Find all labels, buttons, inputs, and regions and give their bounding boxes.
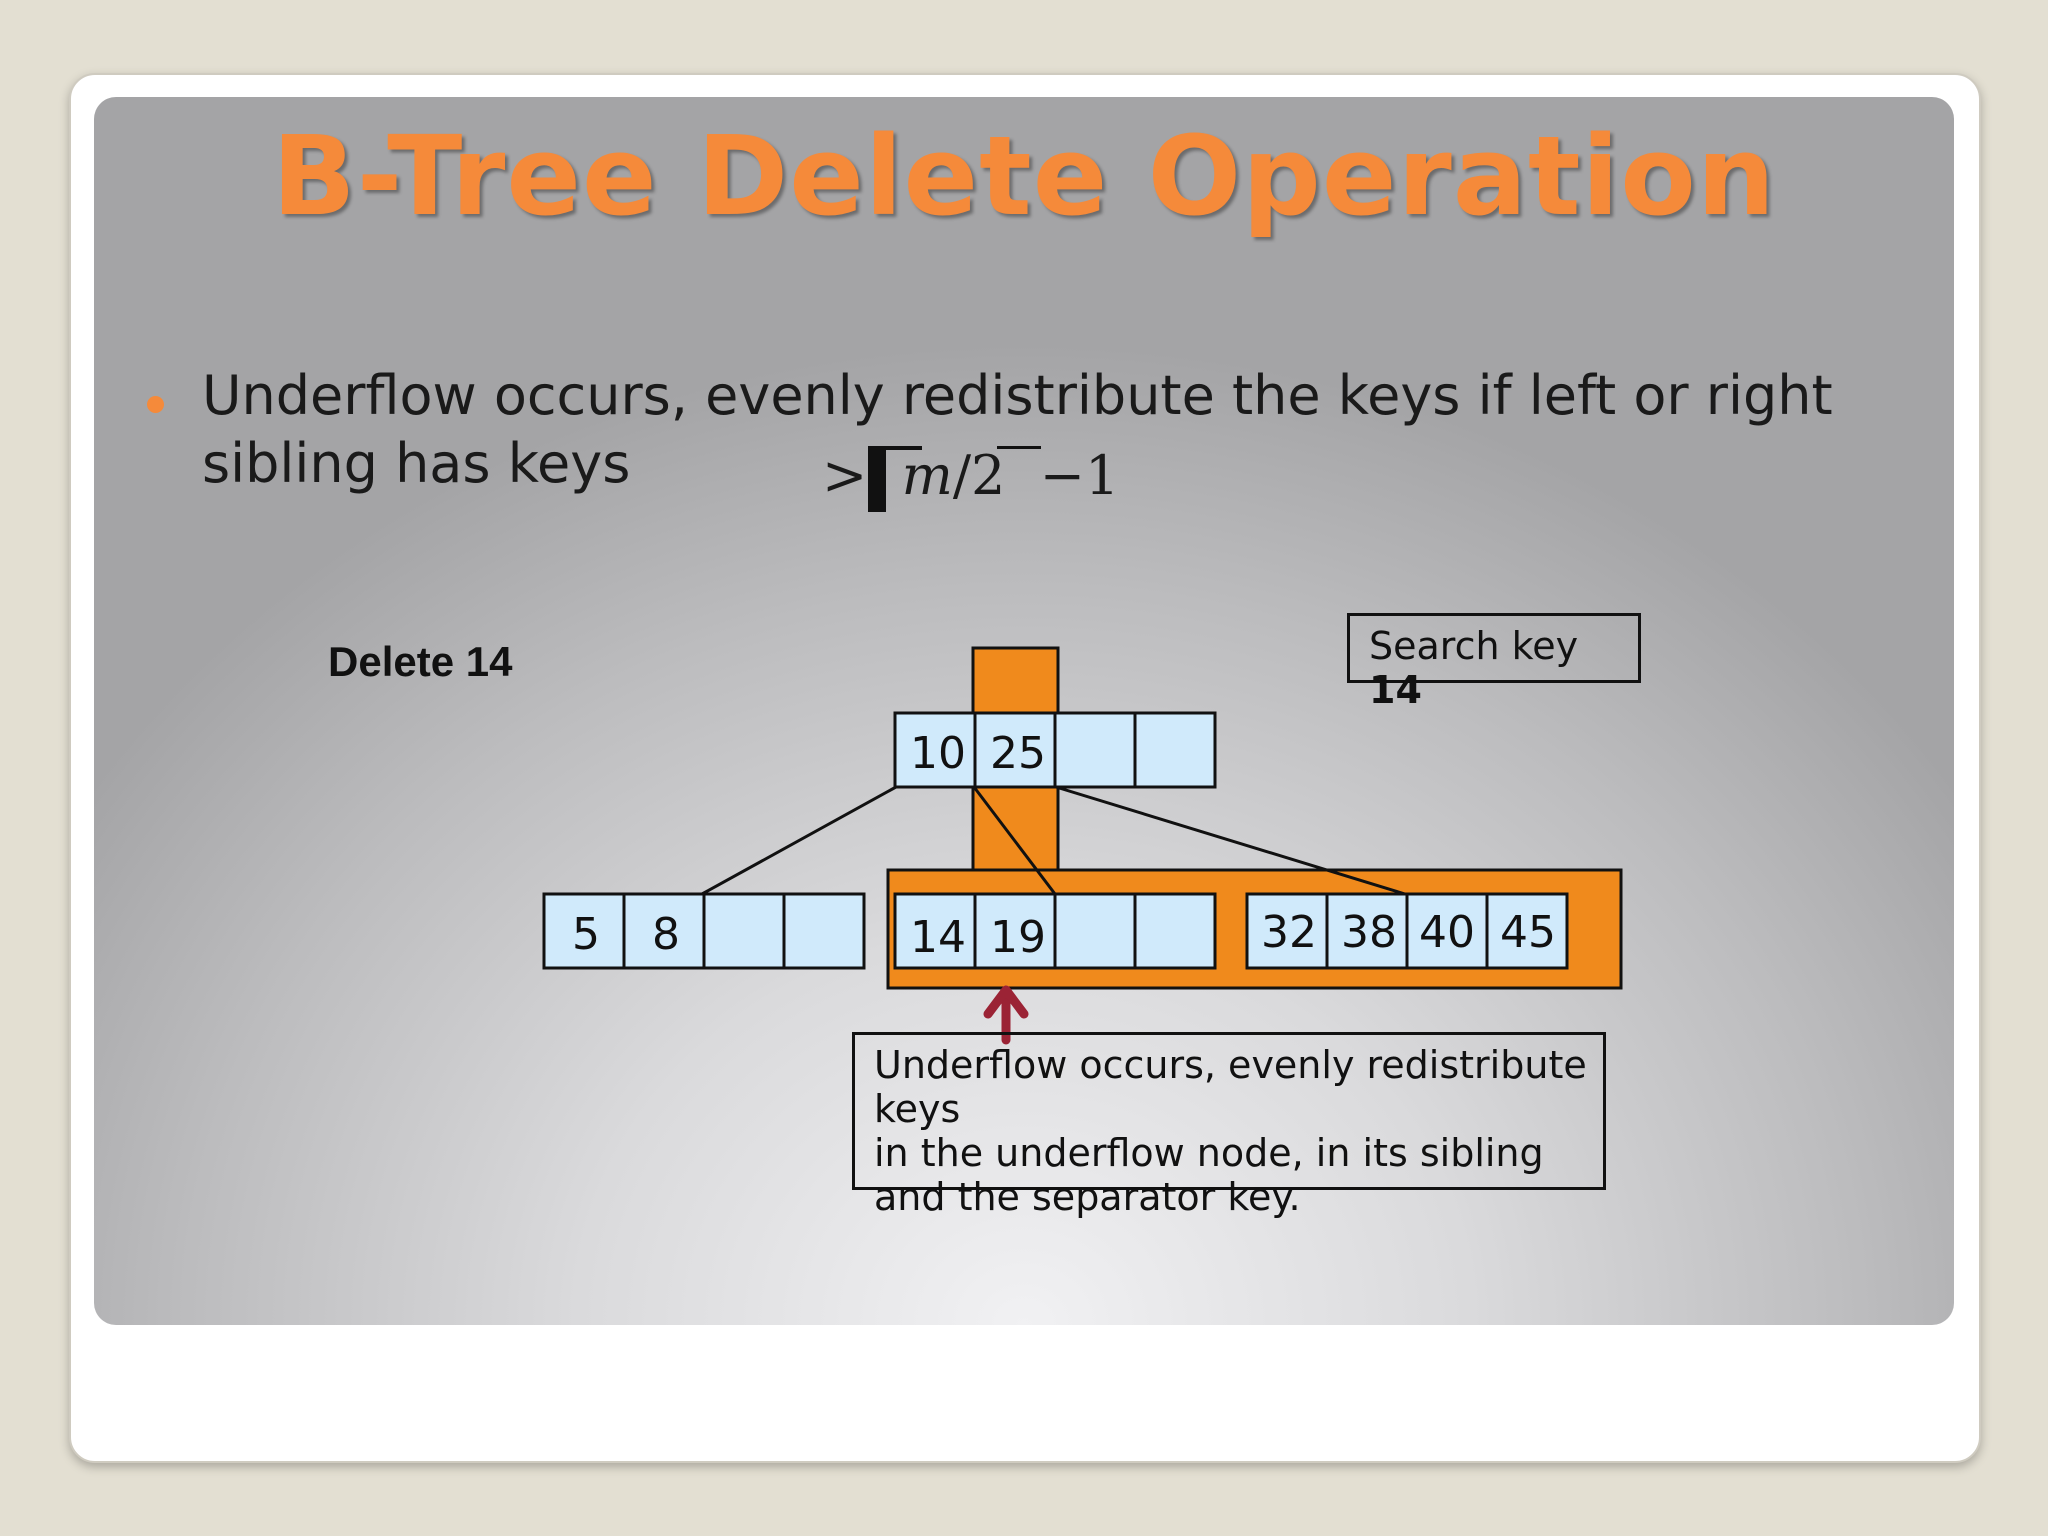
formula-m: m [901,444,953,507]
formula: > m/2 −1 [822,444,1119,507]
bullet-line-1: Underflow occurs, evenly redistribute th… [202,364,1833,427]
left-key-1: 5 [572,909,600,960]
bullet-line-2: sibling has keys [202,432,631,495]
delete-label: Delete 14 [328,638,513,685]
edge-root-left [701,785,897,896]
callout-line-3: in the underflow node, in its sibling [874,1131,1544,1175]
right-key-4: 45 [1500,907,1556,958]
right-cell-4 [1485,892,1569,970]
formula-minus-one: −1 [1039,444,1120,507]
middle-cell-4 [1133,892,1217,970]
callout-line-1: Underflow occurs, evenly redistribute [874,1043,1587,1087]
left-leaf-node: 5 8 [542,892,866,970]
left-key-2: 8 [652,909,680,960]
root-cell-3 [1053,711,1137,789]
right-leaf-node: 32 38 40 45 [1245,892,1569,970]
ceiling-bracket-top [868,446,922,450]
callout-text: Underflow occurs, evenly redistribute ke… [874,1043,1614,1219]
right-cell-1 [1245,892,1329,970]
edge-root-right [1055,785,1406,896]
ceiling-bracket-left [868,446,886,512]
right-key-2: 38 [1341,907,1397,958]
root-cell-4 [1133,711,1217,789]
formula-rest: /2 [952,444,1006,507]
left-cell-4 [782,892,866,970]
middle-key-2: 19 [990,912,1046,963]
right-key-1: 32 [1261,907,1317,958]
formula-gt: > [822,444,868,507]
right-cell-2 [1325,892,1409,970]
middle-cell-3 [1053,892,1137,970]
search-key-value: 14 [1369,668,1422,712]
bullet-text: Underflow occurs, evenly redistribute th… [202,362,1882,498]
callout-line-4: and the separator key. [874,1175,1301,1219]
left-cell-2 [622,892,706,970]
root-node: 10 25 [893,711,1217,789]
root-key-1: 10 [910,728,966,779]
middle-cell-2 [973,892,1057,970]
ceiling-bracket-right [997,446,1041,449]
right-key-3: 40 [1419,907,1475,958]
root-cell-1 [893,711,977,789]
slide-title: B-Tree Delete Operation [271,112,1777,240]
bullet-dot-icon [147,396,164,413]
root-key-2: 25 [990,728,1046,779]
middle-cell-1 [893,892,977,970]
callout-line-2: keys [874,1087,961,1131]
right-cell-3 [1405,892,1489,970]
edge-root-middle [972,786,1057,895]
search-key-label: Search key [1369,624,1579,668]
middle-key-1: 14 [910,912,966,963]
search-key-box [1347,613,1641,683]
callout-box [852,1032,1606,1190]
left-cell-3 [702,892,786,970]
middle-leaf-node: 14 19 [893,892,1217,970]
